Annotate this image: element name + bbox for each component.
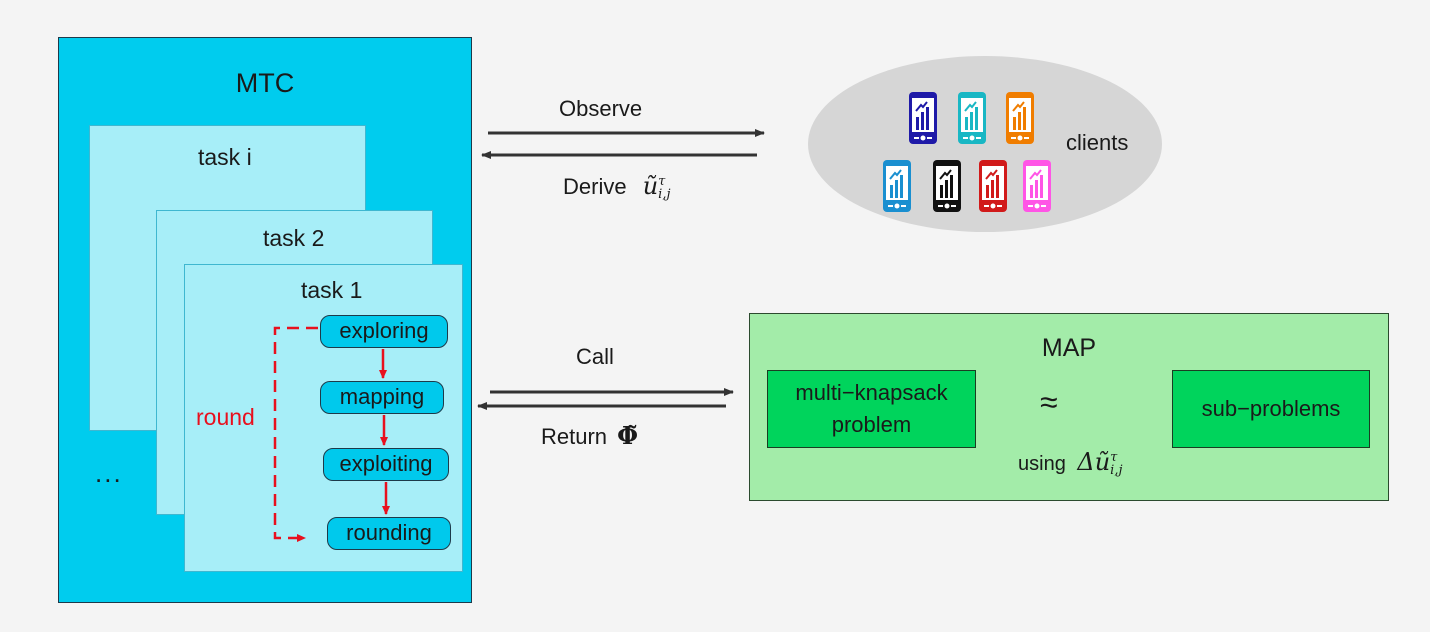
round-label: round [196, 404, 255, 430]
map-title: MAP [1041, 334, 1097, 362]
derive-math-sup: τ [658, 173, 666, 189]
task-i-label: task i [198, 144, 252, 170]
return-text: Return [541, 424, 608, 449]
derive-math-sub: i,j [658, 186, 671, 202]
phone-icon [909, 92, 937, 144]
phone-icon [1023, 160, 1051, 212]
return-label: Return Φ̃ [541, 421, 638, 450]
multi-knapsack-line1: multi−knapsack [795, 380, 948, 405]
call-label: Call [576, 344, 614, 369]
using-math-symbol: Δũ [1077, 448, 1111, 476]
more-tasks-ellipsis: ... [95, 458, 123, 488]
step-rounding: rounding [327, 517, 451, 550]
derive-math-symbol: ũ [642, 172, 659, 200]
using-text: using [1018, 453, 1066, 475]
step-exploiting: exploiting [323, 448, 449, 481]
using-math-sub: i,j [1110, 462, 1123, 478]
sub-problems-box: sub−problems [1172, 370, 1370, 448]
step-mapping: mapping [320, 381, 444, 414]
step-exploring: exploring [320, 315, 448, 348]
approx-symbol: ≈ [1040, 384, 1058, 420]
phone-icon [883, 160, 911, 212]
phone-icon [979, 160, 1007, 212]
task-2-label: task 2 [263, 225, 325, 251]
task-1-label: task 1 [301, 277, 363, 303]
mtc-title: MTC [235, 68, 295, 98]
return-math: Φ̃ [617, 421, 639, 450]
round-loop-dashed [273, 326, 318, 542]
multi-knapsack-box: multi−knapsack problem [767, 370, 976, 448]
phone-icon [933, 160, 961, 212]
observe-label: Observe [559, 96, 643, 121]
using-math-sup: τ [1110, 449, 1118, 465]
clients-label: clients [1066, 130, 1129, 155]
multi-knapsack-line2: problem [831, 412, 912, 437]
derive-text: Derive [563, 174, 627, 199]
phone-icon [1006, 92, 1034, 144]
phone-icon [958, 92, 986, 144]
